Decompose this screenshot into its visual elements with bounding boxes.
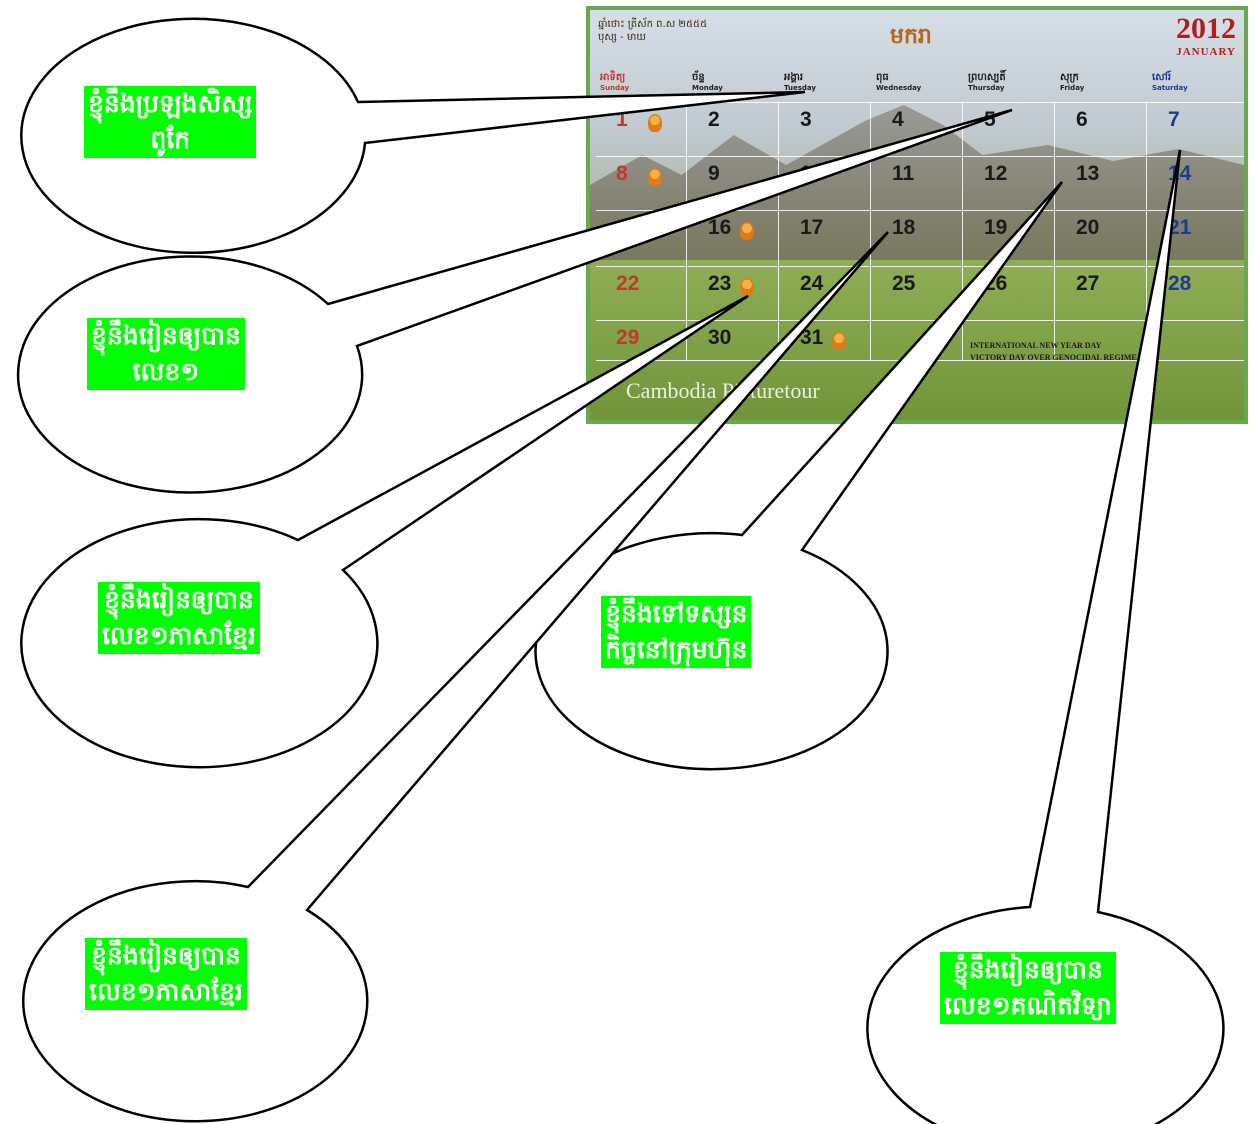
calendar-day-cell: 12	[984, 162, 1008, 185]
weekday-english-label: Monday	[692, 84, 723, 92]
calendar-day-cell: 17	[800, 216, 824, 239]
calendar-day-cell: 18	[892, 216, 916, 239]
grid-line	[596, 156, 1244, 157]
grid-line	[596, 266, 1244, 267]
calendar-day-cell: 30	[708, 326, 732, 349]
callout-balloon-2	[16, 108, 1013, 494]
calendar-day-cell: 28	[1168, 272, 1192, 295]
callout-3-line-2: លេខ១ភាសាខ្មែរ	[102, 621, 256, 650]
callout-2-line-1: ខ្ញុំនឹងរៀនឲ្យបាន	[91, 321, 241, 350]
calendar-day-cell: 11	[892, 162, 915, 185]
weekday-english-label: Wednesday	[876, 84, 922, 92]
callout-5-line-1: ខ្ញុំនឹងរៀនឲ្យបាន	[91, 941, 241, 970]
weekday-thursday: ព្រហស្បតិ៍Thursday	[968, 72, 1048, 94]
grid-line	[1146, 102, 1147, 360]
weekday-khmer-label: សៅរ៍	[1152, 72, 1172, 83]
callout-1-line-2: ពូកែ	[150, 125, 191, 154]
grid-line	[870, 102, 871, 360]
monk-icon	[648, 168, 662, 186]
weekday-saturday: សៅរ៍Saturday	[1152, 72, 1232, 94]
callout-text-4: ខ្ញុំនឹងទៅទស្សន កិច្ចនៅក្រុមហ៊ុន	[601, 596, 752, 668]
holiday-note-line-1: INTERNATIONAL NEW YEAR DAY	[970, 341, 1102, 350]
calendar-day-cell: 5	[984, 108, 996, 131]
monk-icon	[648, 114, 662, 132]
callout-balloon-4	[534, 181, 1064, 771]
calendar-day-cell: 23	[708, 272, 732, 295]
callout-6-line-2: លេខ១គណិតវិទ្យា	[944, 991, 1112, 1020]
calendar-day-cell: 21	[1168, 216, 1192, 239]
era-line-1: ឆ្នាំថោះ ត្រីស័ក ព.ស ២៥៥៥	[598, 19, 708, 30]
monk-icon	[740, 222, 754, 240]
calendar-day-cell: 22	[616, 272, 640, 295]
weekday-english-label: Saturday	[1152, 84, 1188, 92]
calendar-day-cell: 25	[892, 272, 916, 295]
grid-line	[962, 102, 963, 360]
calendar-day-cell: 3	[800, 108, 812, 131]
callout-text-2: ខ្ញុំនឹងរៀនឲ្យបាន លេខ១	[87, 318, 245, 390]
monk-icon	[832, 332, 846, 350]
calendar-day-cell: 20	[1076, 216, 1100, 239]
calendar-day-cell: 16	[708, 216, 732, 239]
calendar-day-cell: 31	[800, 326, 824, 349]
weekday-english-label: Thursday	[968, 84, 1005, 92]
calendar-day-cell: 19	[984, 216, 1008, 239]
grid-line	[596, 210, 1244, 211]
calendar-day-cell: 7	[1168, 108, 1180, 131]
calendar-day-cell: 29	[616, 326, 640, 349]
holiday-note: INTERNATIONAL NEW YEAR DAY VICTORY DAY O…	[970, 340, 1137, 364]
weekday-khmer-label: អាទិត្យ	[600, 72, 626, 83]
calendar-year: 2012	[1176, 12, 1236, 45]
callout-text-6: ខ្ញុំនឹងរៀនឲ្យបាន លេខ១គណិតវិទ្យា	[940, 952, 1116, 1024]
weekday-english-label: Tuesday	[784, 84, 816, 92]
callout-4-line-2: កិច្ចនៅក្រុមហ៊ុន	[605, 635, 748, 664]
callout-balloon-6	[866, 149, 1225, 1124]
weekday-khmer-label: ច័ន្ទ	[692, 72, 705, 83]
grid-line	[686, 102, 687, 360]
weekday-khmer-label: ពុធ	[876, 72, 889, 83]
callout-6-line-1: ខ្ញុំនឹងរៀនឲ្យបាន	[952, 955, 1103, 984]
era-line-2: បុស្ស - មាឃ	[598, 32, 646, 43]
grid-line	[596, 320, 1244, 321]
calendar-day-cell: 4	[892, 108, 904, 131]
calendar-day-cell: 27	[1076, 272, 1100, 295]
monk-icon	[740, 278, 754, 296]
calendar-day-cell: 2	[708, 108, 720, 131]
weekday-khmer-label: សុក្រ	[1060, 72, 1079, 83]
lunar-era-text: ឆ្នាំថោះ ត្រីស័ក ព.ស ២៥៥៥ បុស្ស - មាឃ	[598, 18, 707, 44]
calendar-day-cell: 8	[616, 162, 628, 185]
callout-text-3: ខ្ញុំនឹងរៀនឲ្យបាន លេខ១ភាសាខ្មែរ	[98, 582, 260, 654]
grid-line	[1054, 102, 1055, 360]
callout-text-5: ខ្ញុំនឹងរៀនឲ្យបាន លេខ១ភាសាខ្មែរ	[85, 938, 247, 1010]
holiday-note-line-2: VICTORY DAY OVER GENOCIDAL REGIME	[970, 353, 1137, 362]
month-title-khmer: មករា	[890, 23, 932, 49]
calendar-day-cell: 6	[1076, 108, 1088, 131]
calendar-day-cell: 13	[1076, 162, 1100, 185]
callout-balloon-5	[22, 231, 889, 1123]
callout-balloon-1	[20, 17, 806, 255]
callout-5-line-2: លេខ១ភាសាខ្មែរ	[89, 977, 243, 1006]
grid-line	[596, 102, 1244, 103]
weekday-khmer-label: អង្គារ	[784, 72, 804, 83]
grid-line	[778, 102, 779, 360]
calendar-day-cell: 24	[800, 272, 824, 295]
weekday-english-label: Sunday	[600, 84, 630, 92]
callout-2-line-2: លេខ១	[132, 357, 200, 386]
calendar-day-cell: 9	[708, 162, 720, 185]
weekday-english-label: Friday	[1060, 84, 1085, 92]
callout-1-line-1: ខ្ញុំនឹងប្រឡងសិស្ស	[88, 89, 253, 118]
callout-text-1: ខ្ញុំនឹងប្រឡងសិស្ស ពូកែ	[84, 86, 257, 158]
calendar-month-english: JANUARY	[1176, 46, 1236, 58]
calendar-day-cell: 1	[616, 108, 628, 131]
callout-3-line-1: ខ្ញុំនឹងរៀនឲ្យបាន	[104, 585, 254, 614]
weekday-khmer-label: ព្រហស្បតិ៍	[968, 72, 1006, 83]
watermark-text: Cambodia Picturetour	[626, 378, 820, 403]
callout-4-line-1: ខ្ញុំនឹងទៅទស្សន	[605, 599, 748, 628]
